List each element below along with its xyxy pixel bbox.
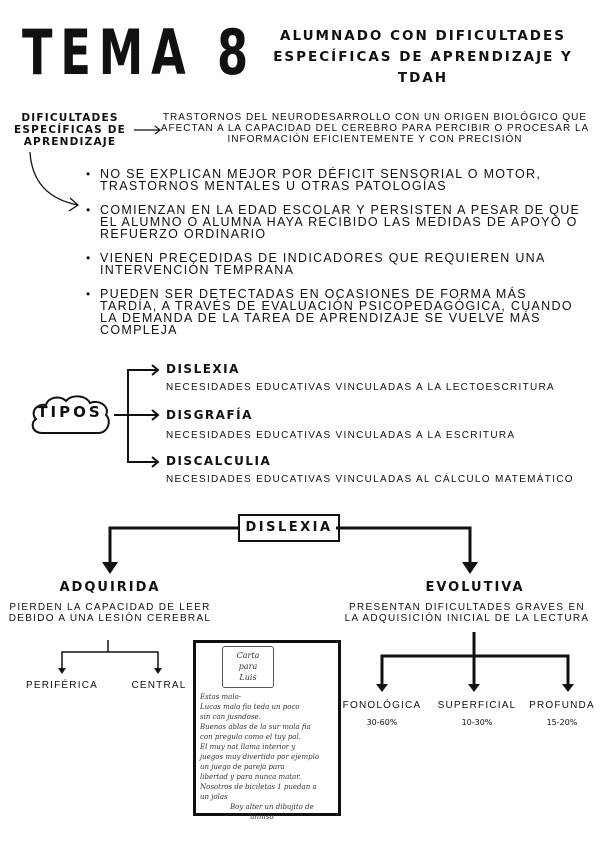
tipos-label: TIPOS: [37, 403, 103, 421]
adquirida-periferica: PERIFÉRICA: [25, 680, 98, 691]
sample-line: El muy nat llama interior y: [200, 743, 296, 751]
evolutiva-profunda: PROFUNDA: [529, 700, 595, 711]
sample-line: Estas malo-: [200, 693, 242, 701]
handwriting-sample: [193, 640, 341, 816]
sample-line: Nosotros de biciletas 1 puedan a: [200, 783, 317, 791]
adquirida-desc: PIERDEN LA CAPACIDAD DE LEER DEBIDO A UN…: [8, 602, 212, 624]
sample-card: Carta para Luis: [222, 646, 274, 688]
dea-label: DIFICULTADES ESPECÍFICAS DE APRENDIZAJE: [13, 112, 127, 148]
sample-line: juegos muy divertido por ejemplo: [200, 753, 320, 761]
sample-line: un juego de pareja para: [200, 763, 285, 771]
list-item: PUEDEN SER DETECTADAS EN OCASIONES DE FO…: [86, 288, 586, 337]
dislexia-box: DISLEXIA: [238, 514, 340, 542]
sample-line: Lucas malo fio teda un poco: [200, 703, 300, 711]
sample-line: Boy alter un dibujito de: [230, 803, 314, 811]
evolutiva-title: EVOLUTIVA: [425, 580, 525, 595]
sample-card-line: Carta: [236, 651, 260, 660]
sample-card-line: Luis: [239, 673, 257, 682]
evolutiva-desc: PRESENTAN DIFICULTADES GRAVES EN LA ADQU…: [344, 602, 590, 624]
page-title: TEMA 8: [22, 16, 257, 89]
evolutiva-fonologica-pct: 30-60%: [366, 718, 398, 727]
dea-definition: TRASTORNOS DEL NEURODESARROLLO CON UN OR…: [160, 112, 590, 145]
list-item: VIENEN PRECEDIDAS DE INDICADORES QUE REQ…: [86, 252, 586, 277]
type-disgrafia-desc: NECESIDADES EDUCATIVAS VINCULADAS A LA E…: [166, 430, 516, 441]
sample-text: Estas malo- Lucas malo fio teda un poco …: [200, 692, 330, 822]
list-item: NO SE EXPLICAN MEJOR POR DÉFICIT SENSORI…: [86, 168, 586, 193]
sample-line: sin can jusndose.: [200, 713, 261, 721]
adquirida-title: ADQUIRIDA: [59, 580, 161, 595]
adquirida-central: CENTRAL: [131, 680, 187, 691]
cloud-icon: [31, 395, 110, 434]
type-discalculia-desc: NECESIDADES EDUCATIVAS VINCULADAS AL CÁL…: [166, 474, 574, 485]
sample-line: con pregulo como el tuy pal.: [200, 733, 301, 741]
sample-line: Buenos ablas de la sur mola fia: [200, 723, 311, 731]
evolutiva-superficial-pct: 10-30%: [461, 718, 493, 727]
sample-line: libertad y para nunca matar.: [200, 773, 302, 781]
evolutiva-superficial: SUPERFICIAL: [437, 700, 517, 711]
type-disgrafia-name: DISGRAFÍA: [166, 408, 253, 422]
page-subtitle: ALUMNADO CON DIFICULTADES ESPECÍFICAS DE…: [273, 28, 573, 86]
type-dislexia-name: DISLEXIA: [166, 362, 240, 376]
list-item: COMIENZAN EN LA EDAD ESCOLAR Y PERSISTEN…: [86, 204, 586, 241]
dea-characteristics-list: NO SE EXPLICAN MEJOR POR DÉFICIT SENSORI…: [86, 168, 586, 348]
sample-line: unniso: [250, 813, 274, 821]
sample-card-line: para: [238, 662, 258, 671]
type-discalculia-name: DISCALCULIA: [166, 454, 272, 468]
sample-line: un jolas: [200, 793, 228, 801]
evolutiva-profunda-pct: 15-20%: [546, 718, 578, 727]
evolutiva-fonologica: FONOLÓGICA: [342, 700, 422, 711]
type-dislexia-desc: NECESIDADES EDUCATIVAS VINCULADAS A LA L…: [166, 382, 555, 393]
